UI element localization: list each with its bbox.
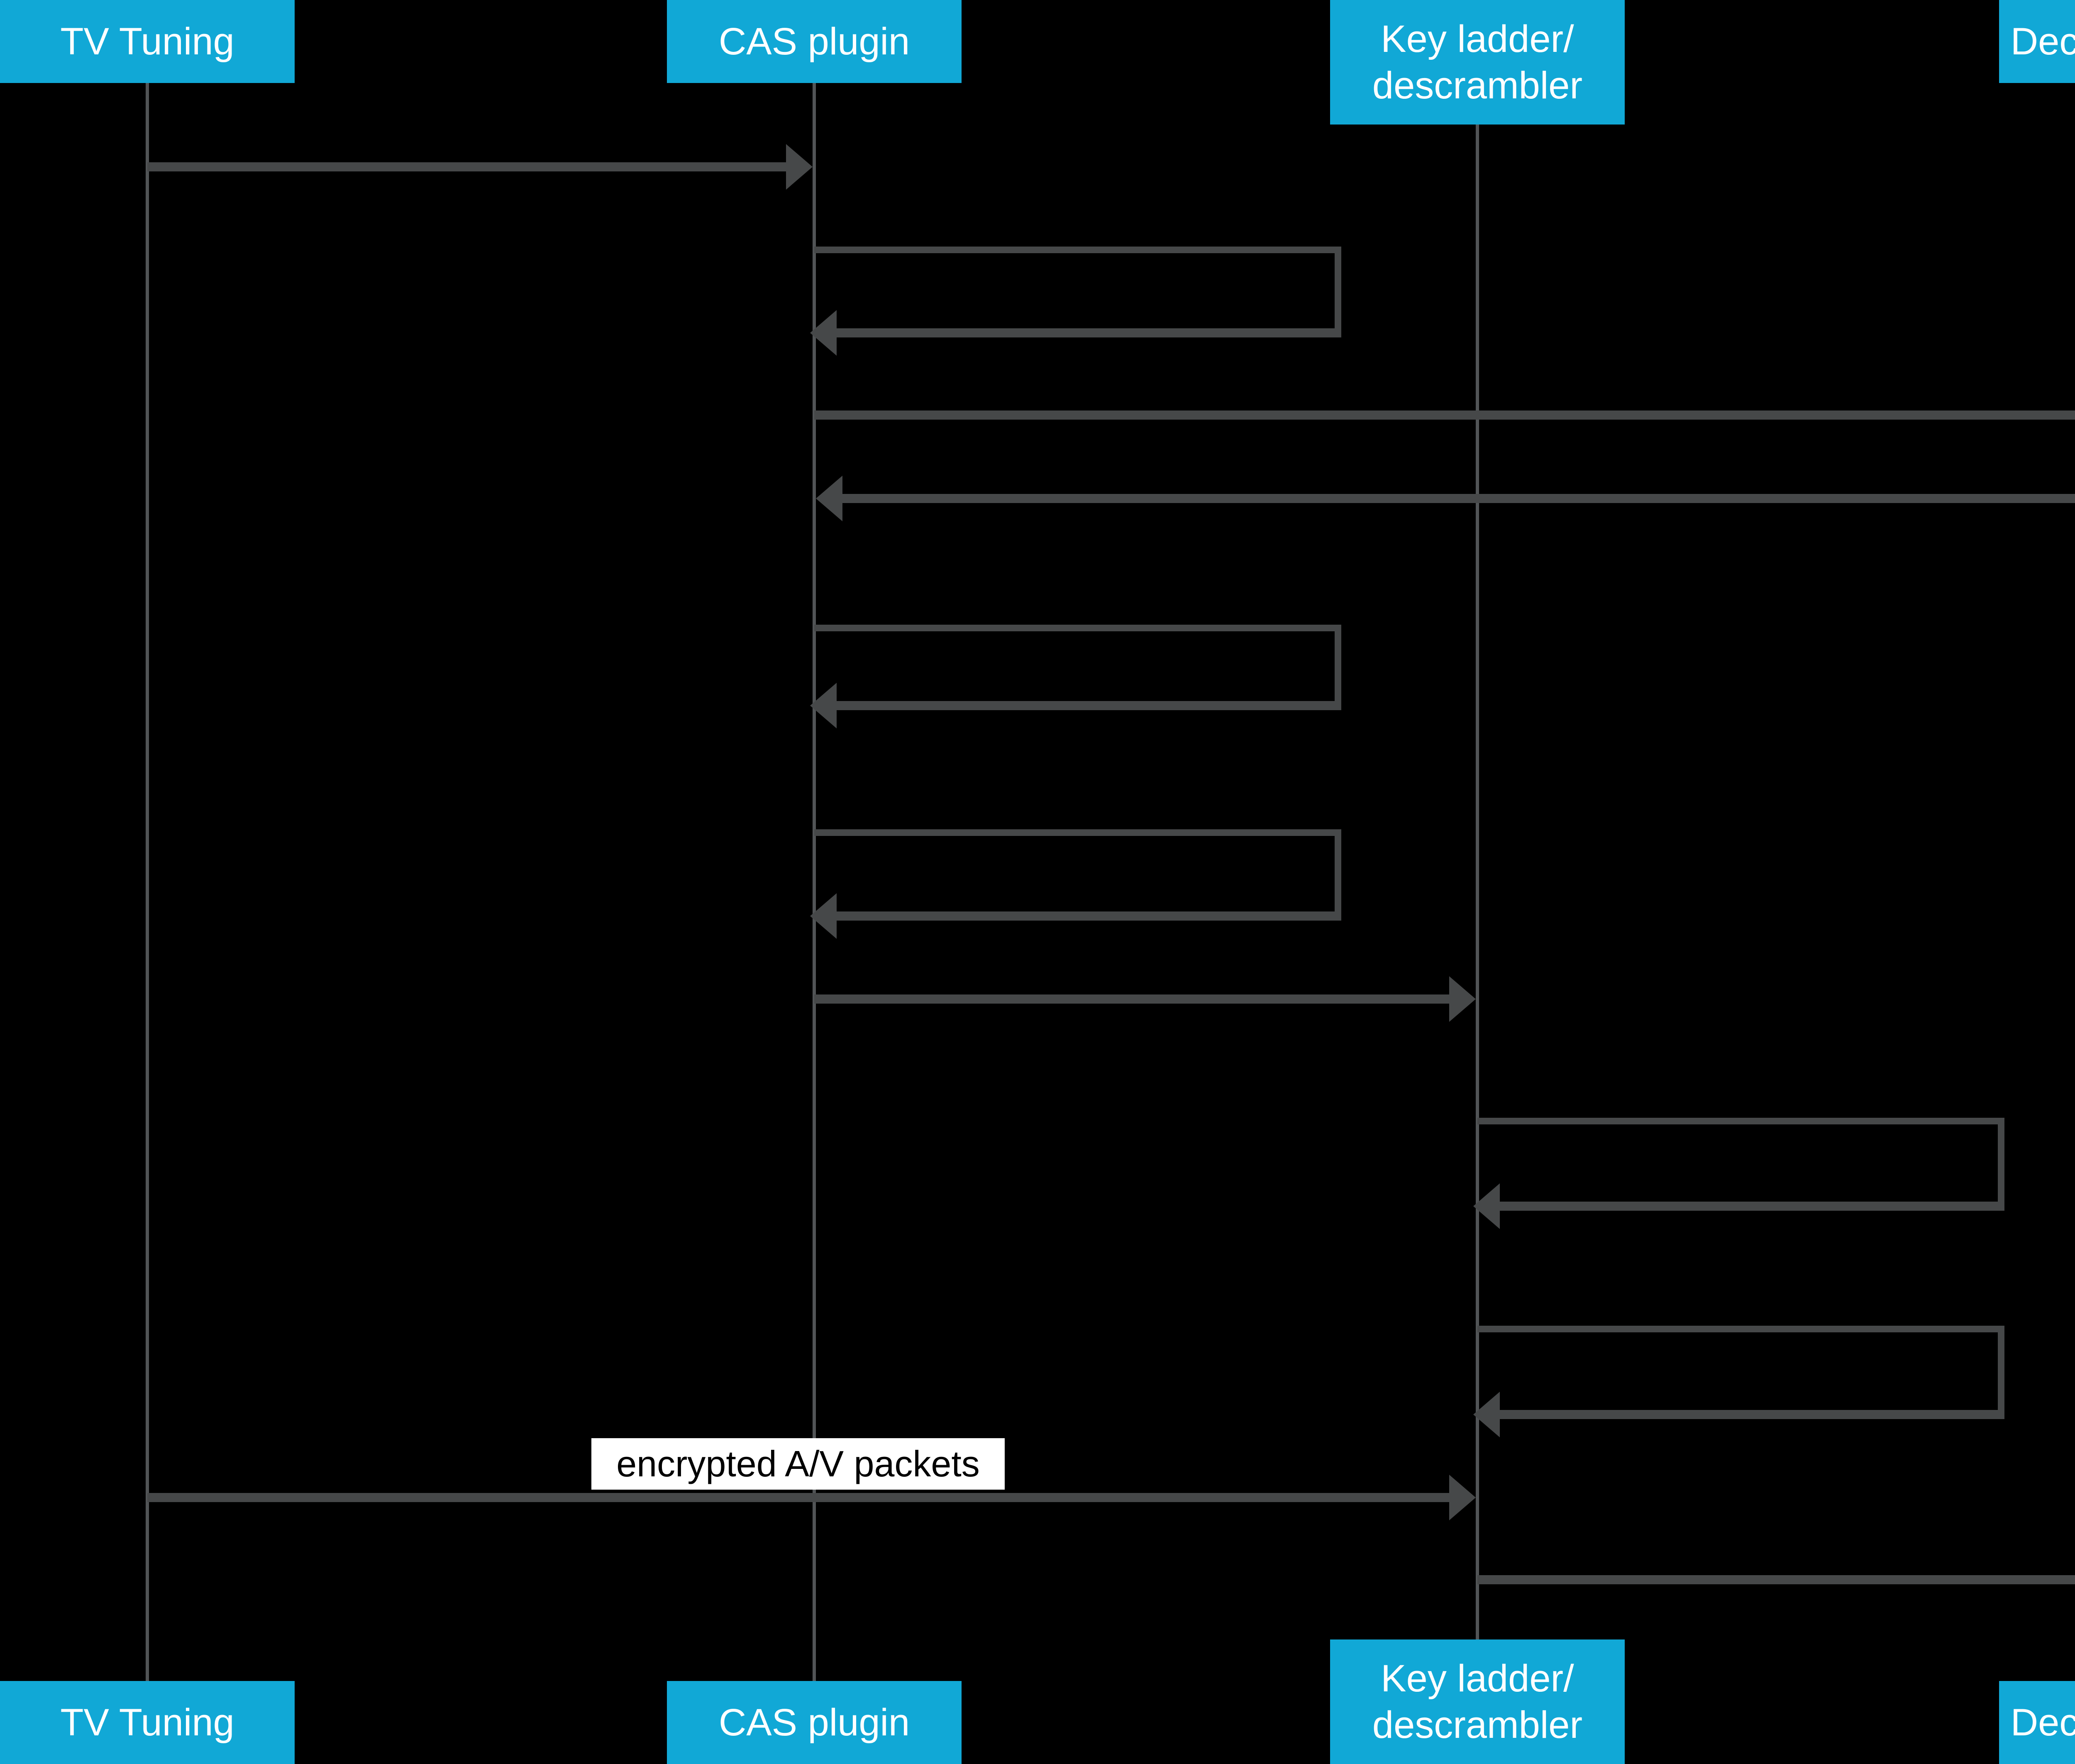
message-line-3 [838, 494, 2075, 503]
self-call-top-5 [814, 829, 1338, 836]
lifeline-key [1476, 125, 1479, 1639]
message-line-0 [147, 162, 790, 171]
actor-key-top: Key ladder/descrambler [1330, 0, 1625, 125]
self-call-arrowhead-7 [1473, 1183, 1500, 1229]
self-call-side-7 [1998, 1118, 2004, 1211]
actor-label: Decode, display [2010, 20, 2075, 63]
self-call-top-1 [814, 247, 1338, 253]
actor-label: Decode, display [2010, 1701, 2075, 1744]
self-call-side-4 [1335, 625, 1341, 710]
self-call-arrowhead-4 [810, 683, 837, 728]
self-call-arrowhead-5 [810, 893, 837, 939]
self-call-return-7 [1500, 1202, 2001, 1211]
actor-label: CAS plugin [718, 1701, 910, 1744]
actor-tv-top: TV Tuning [0, 0, 295, 83]
self-call-side-1 [1335, 247, 1341, 337]
actor-decode-bottom: Decode, display [1999, 1681, 2075, 1764]
lifeline-cas [813, 83, 816, 1681]
message-arrowhead-3 [816, 476, 842, 521]
actor-label: Key ladder/descrambler [1372, 18, 1583, 107]
self-call-top-8 [1477, 1326, 2001, 1332]
message-line-9 [147, 1493, 1453, 1502]
message-label-9: encrypted A/V packets [591, 1438, 1005, 1490]
actor-label: TV Tuning [60, 1701, 234, 1744]
message-arrowhead-0 [786, 144, 813, 190]
self-call-return-4 [837, 701, 1338, 710]
self-call-top-7 [1477, 1118, 2001, 1124]
message-arrowhead-6 [1449, 976, 1476, 1022]
message-line-10 [1477, 1575, 2075, 1584]
self-call-top-4 [814, 625, 1338, 631]
message-line-2 [814, 410, 2075, 420]
actor-decode-top: Decode, display [1999, 0, 2075, 83]
self-call-side-5 [1335, 829, 1341, 921]
actor-tv-bottom: TV Tuning [0, 1681, 295, 1764]
actor-label: TV Tuning [60, 20, 234, 63]
actor-key-bottom: Key ladder/descrambler [1330, 1639, 1625, 1764]
actor-label: CAS plugin [718, 20, 910, 63]
self-call-side-8 [1998, 1326, 2004, 1419]
self-call-return-8 [1500, 1410, 2001, 1419]
message-line-6 [814, 994, 1453, 1004]
actor-label: Key ladder/descrambler [1372, 1657, 1583, 1746]
message-arrowhead-9 [1449, 1475, 1476, 1520]
self-call-arrowhead-8 [1473, 1392, 1500, 1437]
self-call-return-1 [837, 328, 1338, 337]
lifeline-tv [146, 83, 149, 1681]
actor-cas-top: CAS plugin [667, 0, 962, 83]
self-call-arrowhead-1 [810, 310, 837, 356]
self-call-return-5 [837, 911, 1338, 921]
actor-cas-bottom: CAS plugin [667, 1681, 962, 1764]
